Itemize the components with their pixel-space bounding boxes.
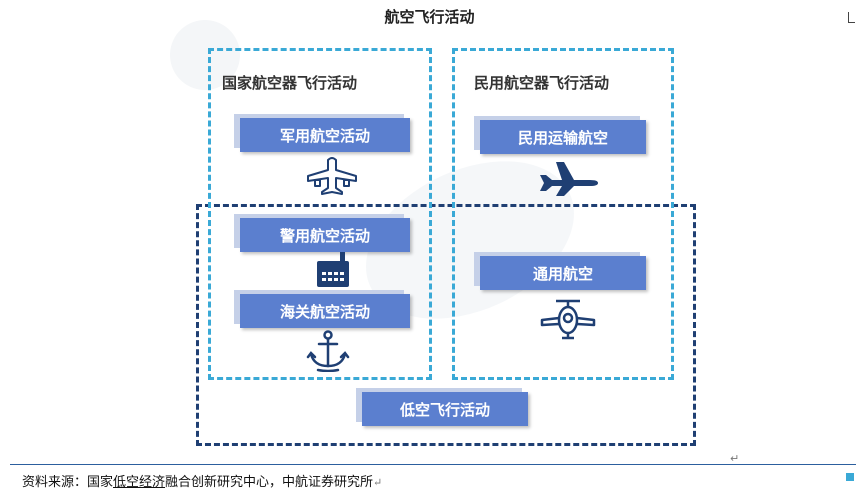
customs-aviation-tag: 海关航空活动	[240, 294, 410, 328]
corner-mark	[848, 12, 855, 23]
civil-transport-tag: 民用运输航空	[480, 120, 646, 154]
propeller-plane-icon	[538, 298, 598, 342]
airplane-outline-icon	[304, 156, 360, 196]
source-underlined: 低空经济	[113, 475, 166, 490]
civil-aircraft-box	[452, 48, 674, 380]
page-corner-mark	[846, 473, 854, 481]
source-prefix: 资料来源：国家	[22, 475, 114, 490]
source-return-mark: ↵	[373, 476, 383, 489]
source-note: 资料来源：国家低空经济融合创新研究中心，中航证券研究所↵	[22, 471, 382, 490]
anchor-icon	[306, 330, 350, 372]
civil-aircraft-label: 民用航空器飞行活动	[474, 74, 610, 92]
low-altitude-label: 低空飞行活动	[362, 392, 528, 426]
radio-icon	[313, 252, 353, 288]
police-aviation-tag: 警用航空活动	[240, 218, 410, 252]
diagram-title: 航空飞行活动	[384, 8, 475, 26]
return-mark: ↵	[730, 452, 740, 465]
national-aircraft-label: 国家航空器飞行活动	[222, 74, 358, 92]
airplane-solid-icon	[536, 158, 600, 198]
low-altitude-box	[196, 204, 696, 446]
military-aviation-tag: 军用航空活动	[240, 118, 410, 152]
footer-divider	[10, 464, 856, 465]
national-aircraft-box	[208, 48, 432, 380]
general-aviation-tag: 通用航空	[480, 256, 646, 290]
source-suffix: 融合创新研究中心，中航证券研究所	[165, 475, 374, 490]
